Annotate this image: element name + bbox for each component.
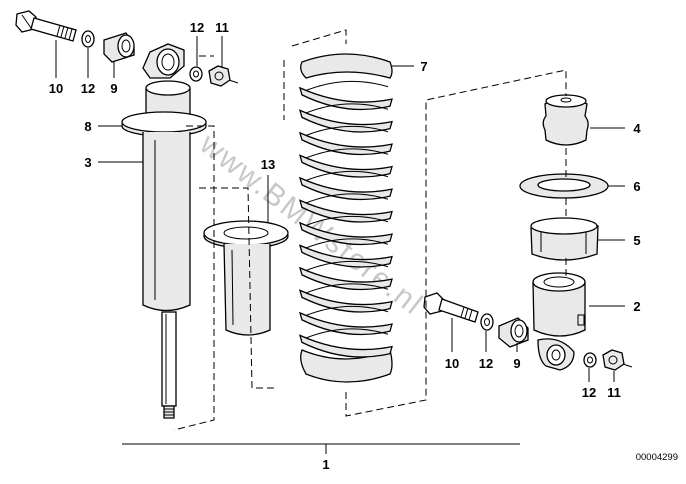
spring-coil-front [298,176,393,201]
spring-coil-front [298,131,393,156]
spring-coil-front [298,199,393,223]
washer-top-left-a [81,30,95,48]
callout-9b: 9 [513,356,520,371]
callout-12b: 12 [190,20,204,35]
washer-bottom-right-b [583,352,597,368]
protective-tube [203,220,289,336]
callout-12d: 12 [582,385,596,400]
spring-coil-back [303,148,389,160]
callout-1: 1 [322,457,329,472]
bolt-bottom-right [423,292,479,323]
spring-coil-front [298,86,393,111]
callout-6: 6 [633,179,640,194]
nut-top-left [208,65,239,87]
spring-coil-back [303,125,389,137]
spring-pad [519,173,609,199]
spring-coil-back [303,238,389,250]
callout-5: 5 [633,233,640,248]
shock-absorber [121,43,207,419]
spring-coil-back [303,193,389,205]
washer-bottom-right-a [480,313,494,331]
callout-10a: 10 [49,81,63,96]
spring-coil-front [298,154,393,178]
assembly-line-tube [199,187,278,389]
callout-12a: 12 [81,81,95,96]
spring-coil-back [303,80,389,92]
nut-bottom-right [602,349,633,371]
bump-stop [542,94,589,146]
spring-coil-back [303,328,389,340]
callout-13: 13 [261,157,275,172]
callout-11b: 11 [607,385,621,400]
callout-11a: 11 [215,20,229,35]
guide-sleeve [530,217,599,261]
spring-coil-front [298,311,393,336]
rubber-mount-top-left [103,32,135,63]
assembly-line-right [345,69,567,417]
callout-12c: 12 [479,356,493,371]
callout-7: 7 [420,59,427,74]
bolt-top-left [15,10,77,42]
callout-4: 4 [633,121,641,136]
spring-coil-front [298,109,393,133]
spring-coil-back [303,305,389,317]
spring-coil-front [298,221,393,246]
callout-3: 3 [84,155,91,170]
spring-coil-front [298,244,393,268]
spring-strut-mount [532,272,586,371]
drawing-code: 00004299 [636,452,678,463]
assembly-line-spring-top [283,29,347,120]
washer-top-left-b [189,66,203,82]
assembly-line-shock [173,55,215,431]
spring-coil-front [298,266,393,291]
spring-coil-back [303,283,389,295]
spring-coil-back [303,260,389,272]
callout-2: 2 [633,299,640,314]
callout-9a: 9 [110,81,117,96]
callout-10b: 10 [445,356,459,371]
rubber-mount-bottom-right [498,317,529,348]
spring-coil-front [298,334,393,358]
spring-coil-back [303,103,389,115]
spring-coil-back [303,170,389,182]
callout-8: 8 [84,119,91,134]
spring-coil-back [303,215,389,227]
spring-coil-front [298,289,393,313]
coil-spring [298,53,393,383]
